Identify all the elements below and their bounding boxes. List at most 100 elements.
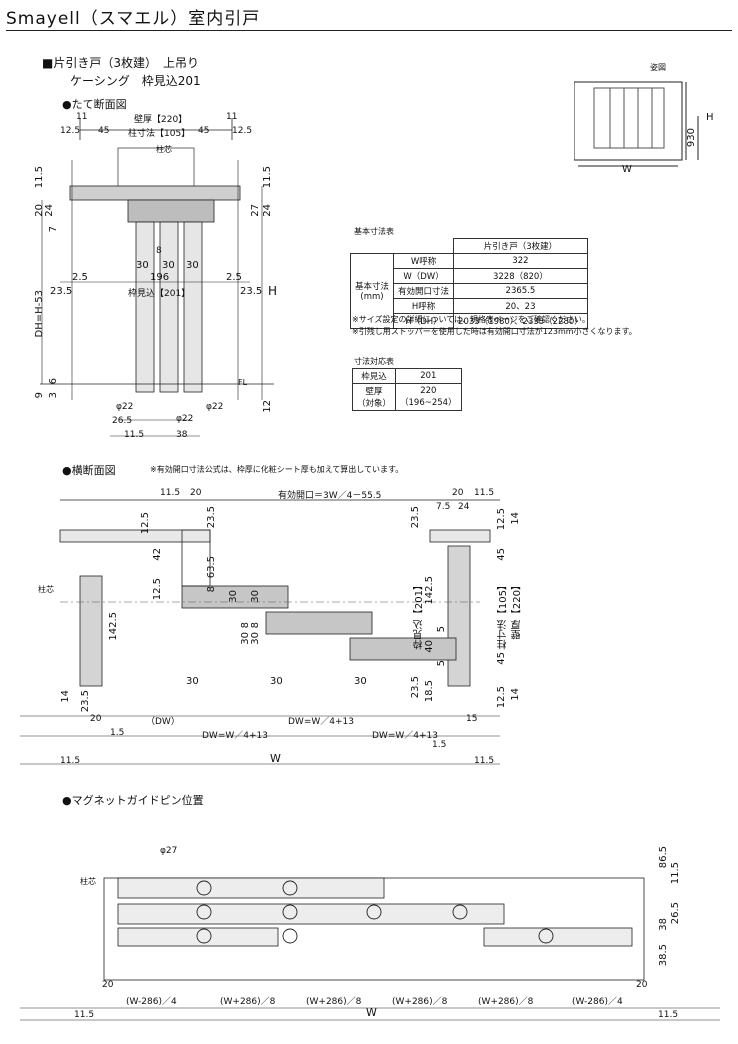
- title-rule: [6, 30, 732, 31]
- hs-b-l11-5: 11.5: [60, 756, 81, 766]
- vs-3: 3: [48, 392, 59, 399]
- hs-top-11-5: 11.5: [160, 488, 181, 498]
- magnet-seg: (W+286)／8: [220, 997, 276, 1007]
- vertical-section-heading: ●たて断面図: [62, 98, 127, 111]
- vs-dh: DH=H-53: [34, 290, 45, 338]
- hs-r-105: 柱寸法【105】: [498, 580, 509, 650]
- basic-note-1: ※サイズ設定の詳細については、規格表ページをご確認ください。: [352, 315, 590, 324]
- corr-value-2: 220 （196~254）: [395, 383, 462, 411]
- hs-b-dw: （DW）: [146, 717, 180, 727]
- basic-row-value: 2033（1980）、2333（2280）: [453, 313, 588, 329]
- hs-b-r1-5: 1.5: [432, 740, 447, 750]
- hs-b-30b: 30: [270, 676, 283, 687]
- hs-top-24: 24: [458, 502, 470, 512]
- hs-r-12-5b: 12.5: [496, 686, 507, 709]
- hs-l-30a: 30: [228, 590, 239, 603]
- hs-l-30d: 30: [250, 632, 261, 645]
- hs-center: 柱芯: [38, 585, 54, 594]
- hs-r-45b: 45: [496, 652, 507, 665]
- vs-23-5-left: 23.5: [50, 286, 73, 297]
- magnet-w: W: [366, 1006, 377, 1019]
- page-title: Smayell（スマエル）室内引戸: [6, 9, 261, 29]
- magnet-26-5: 26.5: [670, 902, 681, 925]
- hs-b-dw1: DW=W／4+13: [202, 731, 268, 741]
- magnet-seg: (W-286)／4: [572, 997, 623, 1007]
- hs-r-14: 14: [510, 512, 521, 525]
- basic-row-value: 2365.5: [453, 283, 588, 299]
- vs-12-5-right: 12.5: [232, 126, 253, 136]
- hs-r-23-5: 23.5: [410, 506, 421, 529]
- vs-196: 196: [150, 272, 170, 283]
- magnet-l20: 20: [102, 980, 114, 990]
- vs-30c: 30: [186, 260, 199, 271]
- vs-v7: 7: [48, 226, 59, 233]
- magnet-38: 38: [658, 918, 669, 931]
- magnet-r20: 20: [636, 980, 648, 990]
- hs-r-18-5: 18.5: [424, 680, 435, 703]
- vs-45-right: 45: [198, 126, 210, 136]
- vs-v24-right: 24: [262, 204, 273, 217]
- magnet-heading: ●マグネットガイドピン位置: [62, 794, 204, 807]
- hs-r-14b: 14: [510, 688, 521, 701]
- corr-table: 枠見込 201 壁厚 （対象） 220 （196~254）: [351, 368, 462, 411]
- vs-pillar: 柱寸法【105】: [128, 129, 191, 139]
- hs-b-1-5: 1.5: [110, 728, 125, 738]
- hs-r-220: 壁厚【220】: [512, 580, 523, 640]
- hs-opening: 有効開口＝3W／4－55.5: [278, 491, 382, 501]
- hs-b-30c: 30: [354, 676, 367, 687]
- hs-l-23-5: 23.5: [206, 506, 217, 529]
- vs-38: 38: [176, 430, 188, 440]
- basic-note-2: ※引残し用ストッパーを使用した時は有効開口寸法が123mm小さくなります。: [352, 327, 637, 336]
- hs-r-5b: 5: [436, 660, 447, 667]
- vs-8: 8: [156, 246, 162, 256]
- hs-r-40: 40: [424, 640, 435, 653]
- key-plan-w: W: [622, 164, 632, 175]
- hs-b-23-5: 23.5: [80, 690, 91, 713]
- key-plan-h: H: [706, 112, 714, 123]
- vs-2-5-left: 2.5: [72, 272, 88, 283]
- basic-table-caption: 基本寸法表: [354, 227, 394, 236]
- hs-l-63-5: 63.5: [206, 556, 217, 579]
- vs-v24: 24: [44, 204, 55, 217]
- hs-r-142-5: 142.5: [424, 576, 435, 605]
- basic-row-value: 322: [453, 253, 588, 269]
- key-plan-label: 姿図: [650, 63, 666, 72]
- vs-h: H: [268, 284, 278, 298]
- magnet-center: 柱芯: [80, 877, 96, 886]
- vs-2-5-right: 2.5: [226, 272, 242, 283]
- vs-frame: 枠見込【201】: [128, 289, 191, 299]
- basic-row-label: H（DH）: [393, 313, 455, 329]
- magnet-seg: (W+286)／8: [392, 997, 448, 1007]
- horizontal-note: ※有効開口寸法公式は、枠厚に化粧シート厚も加えて算出しています。: [150, 465, 404, 474]
- corr-label-2: 壁厚 （対象）: [351, 383, 397, 411]
- corr-label-1: 枠見込: [351, 368, 397, 384]
- basic-row-label: W呼称: [393, 253, 455, 269]
- basic-row-label: 有効開口寸法: [393, 283, 455, 299]
- basic-row-label: W（DW）: [393, 268, 455, 284]
- product-line-1: ■片引き戸（3枚建） 上吊り: [42, 56, 199, 70]
- vs-v27: 27: [250, 204, 261, 217]
- vs-center: 柱芯: [156, 145, 172, 154]
- vs-11-right: 11: [226, 112, 238, 122]
- hs-r-12-5: 12.5: [496, 508, 507, 531]
- hs-top-r20: 20: [452, 488, 464, 498]
- vs-11-5: 11.5: [124, 430, 145, 440]
- vs-phi22a: φ22: [116, 402, 134, 412]
- hs-l-142-5: 142.5: [108, 612, 119, 641]
- hs-b-30a: 30: [186, 676, 199, 687]
- hs-top-20: 20: [190, 488, 202, 498]
- vs-23-5-right: 23.5: [240, 286, 263, 297]
- hs-r-23-5b: 23.5: [410, 676, 421, 699]
- vs-wall: 壁厚【220】: [134, 115, 188, 125]
- basic-table-group: 基本寸法 (mm): [349, 253, 395, 329]
- key-plan: 姿図 W H 930: [574, 63, 714, 176]
- basic-table-header: 片引き戸（3枚建）: [453, 238, 588, 254]
- vs-fl: FL: [238, 378, 248, 387]
- hs-b-dw2: DW=W／4+13: [288, 717, 354, 727]
- hs-b-dw3: DW=W／4+13: [372, 731, 438, 741]
- hs-l-30b: 30: [250, 590, 261, 603]
- vs-9: 9: [34, 392, 45, 399]
- hs-l-8: 8: [206, 586, 217, 593]
- magnet-phi27: φ27: [160, 846, 178, 856]
- vs-30a: 30: [136, 260, 149, 271]
